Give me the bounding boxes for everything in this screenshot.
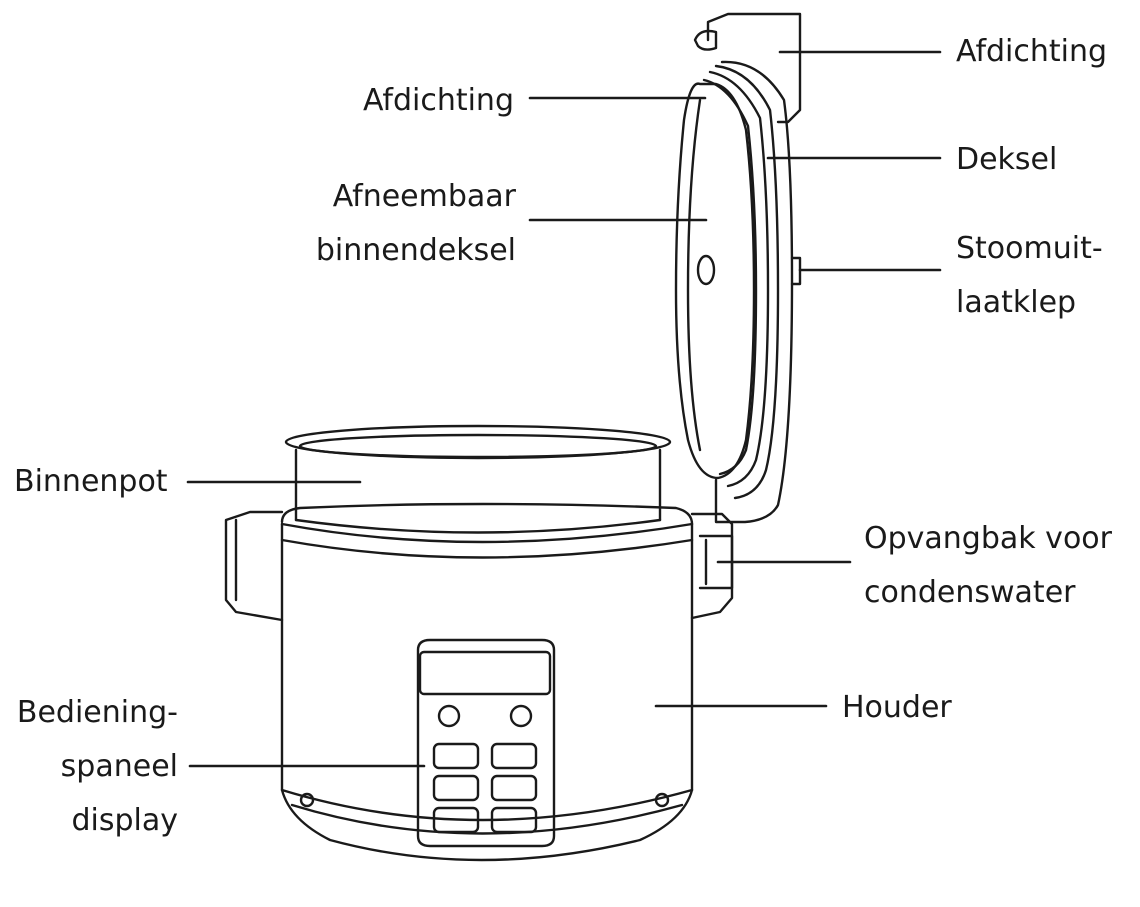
label-condensation-tray: Opvangbak voor condenswater bbox=[864, 512, 1112, 620]
housing-drawing bbox=[224, 502, 734, 862]
label-inner-pot-text: Binnenpot bbox=[14, 464, 168, 499]
lid-drawing bbox=[674, 12, 802, 524]
label-seal-left-text: Afdichting bbox=[362, 83, 514, 118]
label-control-panel: Bediening- spaneel display bbox=[0, 686, 178, 848]
label-housing-text: Houder bbox=[842, 690, 952, 725]
inner-pot-drawing bbox=[284, 424, 672, 534]
label-control-panel-line1: Bediening- bbox=[16, 695, 178, 730]
label-inner-lid: Afneembaar binnendeksel bbox=[270, 170, 516, 278]
label-control-panel-line2: spaneel bbox=[60, 749, 178, 784]
label-condensation-tray-line1: Opvangbak voor bbox=[864, 521, 1112, 556]
label-lid-text: Deksel bbox=[956, 142, 1058, 177]
leader-lines bbox=[186, 50, 942, 768]
label-seal-left: Afdichting bbox=[300, 74, 514, 128]
label-seal-right: Afdichting bbox=[956, 25, 1107, 79]
label-seal-right-text: Afdichting bbox=[956, 34, 1108, 69]
label-inner-pot: Binnenpot bbox=[14, 455, 168, 509]
label-control-panel-line3: display bbox=[71, 803, 178, 838]
control-panel-drawing bbox=[416, 638, 556, 848]
label-housing: Houder bbox=[842, 681, 952, 735]
label-steam-valve-line2: laatklep bbox=[956, 285, 1077, 320]
label-inner-lid-line1: Afneembaar bbox=[332, 179, 516, 214]
label-steam-valve-line1: Stoomuit- bbox=[956, 231, 1103, 266]
label-lid: Deksel bbox=[956, 133, 1057, 187]
label-condensation-tray-line2: condenswater bbox=[864, 575, 1076, 610]
label-inner-lid-line2: binnendeksel bbox=[315, 233, 516, 268]
label-steam-valve: Stoomuit- laatklep bbox=[956, 222, 1103, 330]
